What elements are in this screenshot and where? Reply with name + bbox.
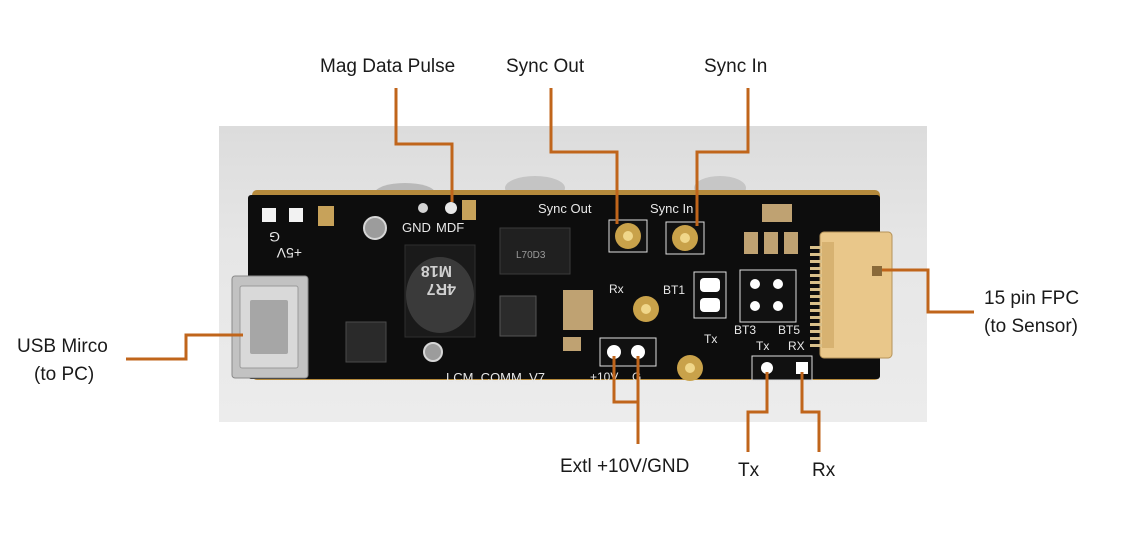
fpc-pin [810,323,822,326]
via [773,301,783,311]
silk-g-group: G [269,229,280,245]
capacitor [784,232,798,254]
fpc-pin [810,295,822,298]
bt-grid [739,269,797,323]
leader-rx [800,372,821,452]
callout-sync-in: Sync In [704,56,768,77]
fpc-pin [810,246,822,249]
callout-tx: Tx [738,460,760,481]
fpc-pin [810,337,822,340]
sync-in-pin [680,233,690,243]
fpc-pin [810,260,822,263]
capacitor [563,290,593,330]
silk-tx2: Tx [756,339,769,353]
inductor-marking: 4R7 [427,280,456,297]
callout-fpc-line1: 15 pin FPC [984,288,1080,309]
leader-fpc [882,268,974,314]
smd-part [462,200,476,220]
silk-5v-group: +5V [276,245,302,261]
leader-sync-out [549,88,619,224]
via [773,279,783,289]
callout-extl: Extl +10V/GND [560,456,690,477]
leader-extl-10v [612,356,640,444]
leader-sync-in [695,88,750,226]
silk-sync-in: Sync In [650,201,693,216]
capacitor [563,337,581,351]
fpc-pin [810,302,822,305]
silk-tx: Tx [704,332,717,346]
smd-cap [318,206,334,226]
capacitor [744,232,758,254]
fpc-latch [822,242,834,348]
leader-lines [126,88,974,452]
pad [262,208,276,222]
power-pad-gnd [631,345,645,359]
capacitor [762,204,792,222]
callout-mag-data-pulse: Mag Data Pulse [320,56,456,77]
ic-small [345,321,387,363]
fpc-pin [810,344,822,347]
silk-10v: +10V [590,370,618,384]
callout-sync-out: Sync Out [506,56,585,77]
bt-pad [700,298,720,312]
silk-bt5: BT5 [778,323,800,337]
leader-mag-data-pulse [394,88,454,202]
silk-sync-out: Sync Out [538,201,592,216]
inductor [406,257,474,333]
silk-bt3: BT3 [734,323,756,337]
inductor-marking-group: 4R7 M18 [421,262,456,297]
uart-rx-pad [796,362,808,374]
fpc-pin [810,330,822,333]
pad [289,208,303,222]
silk-gnd: GND [402,220,431,235]
leader-usb [126,333,243,361]
inductor-marking: M18 [421,262,452,279]
fpc-pin [810,288,822,291]
ic-chip [499,227,571,275]
mosfet [499,295,537,337]
callout-fpc-line2: (to Sensor) [984,316,1078,337]
via [750,279,760,289]
ic-marking: L70D3 [516,250,546,261]
coax-pin [641,304,651,314]
callout-usb-line1: USB Mirco [17,336,108,357]
sync-out-pin [623,231,633,241]
callout-rx: Rx [812,460,836,481]
via [750,301,760,311]
silk-g: G [269,229,280,245]
silk-mdf: MDF [436,220,464,235]
mdf-pad [445,202,457,214]
fpc-mark [872,266,882,276]
fpc-pin [810,253,822,256]
silk-rx: Rx [609,282,624,296]
fpc-pin [810,309,822,312]
callout-usb-line2: (to PC) [34,364,95,385]
screw [363,216,387,240]
uart-tx-pad [761,362,773,374]
coax-pin [685,363,695,373]
fpc-pin [810,281,822,284]
usb-port [250,300,288,354]
fpc-pins [810,246,822,347]
silk-rx2: RX [788,339,805,353]
screw [423,342,443,362]
fpc-pin [810,274,822,277]
fpc-pin [810,316,822,319]
capacitor [764,232,778,254]
bt-pad [700,278,720,292]
leader-tx [746,372,769,452]
silk-5v: +5V [276,245,302,261]
silk-bt1: BT1 [663,283,685,297]
fpc-pin [810,267,822,270]
silk-board-name: LCM_COMM_V7 [446,370,545,385]
gnd-pad [418,203,428,213]
power-pad-10v [607,345,621,359]
